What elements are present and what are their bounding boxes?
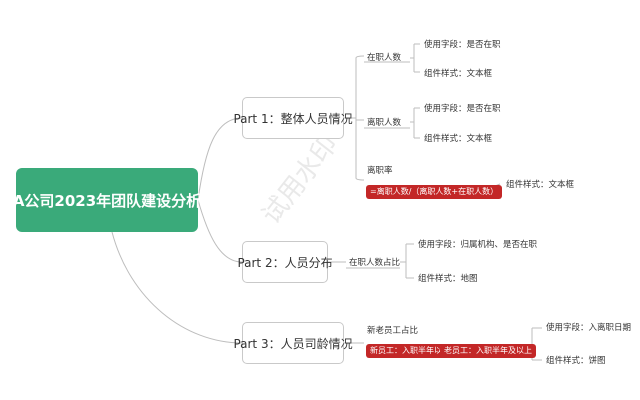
connector-p2c1-leaves xyxy=(400,243,414,279)
connector-root-part2 xyxy=(197,199,243,263)
p3-old-employee-node[interactable]: 老员工：入职半年及以上 xyxy=(440,344,536,358)
p3-fields-node[interactable]: 使用字段：入离职日期 xyxy=(546,323,632,333)
p2-style-node[interactable]: 组件样式：地图 xyxy=(418,274,478,284)
p1-resigned-count-node[interactable]: 离职人数 xyxy=(367,118,402,128)
connector-p1c1-leaves xyxy=(410,43,420,73)
connector-p1c2-leaves xyxy=(410,107,420,139)
p1-resigned-fields-node[interactable]: 使用字段：是否在职 xyxy=(424,104,501,114)
part2-node[interactable]: Part 2：人员分布 xyxy=(237,241,333,283)
p2-employed-ratio-node[interactable]: 在职人数占比 xyxy=(349,258,401,268)
p3-style-node[interactable]: 组件样式：饼图 xyxy=(546,356,606,366)
connector-root-part3 xyxy=(111,231,243,344)
connector-root-part1 xyxy=(197,117,243,201)
connector-part1-children xyxy=(344,55,365,181)
p1-turnover-rate-node[interactable]: 离职率 xyxy=(367,166,393,176)
p3-new-old-ratio-node[interactable]: 新老员工占比 xyxy=(367,326,419,336)
p1-employed-count-node[interactable]: 在职人数 xyxy=(367,53,402,63)
p1-turnover-formula-node[interactable]: =离职人数/（离职人数+在职人数） xyxy=(366,185,503,199)
p1-employed-fields-node[interactable]: 使用字段：是否在职 xyxy=(424,40,501,50)
part1-node[interactable]: Part 1：整体人员情况 xyxy=(233,97,353,139)
part3-node[interactable]: Part 3：人员司龄情况 xyxy=(233,322,353,364)
p1-resigned-style-node[interactable]: 组件样式：文本框 xyxy=(424,134,493,144)
p1-employed-style-node[interactable]: 组件样式：文本框 xyxy=(424,69,493,79)
root-node[interactable]: A公司2023年团队建设分析 xyxy=(13,168,201,232)
p2-fields-node[interactable]: 使用字段：归属机构、是否在职 xyxy=(418,240,538,250)
p1-turnover-style-node[interactable]: 组件样式：文本框 xyxy=(506,180,575,190)
p3-new-employee-node[interactable]: 新员工：入职半年以内 xyxy=(366,344,454,358)
